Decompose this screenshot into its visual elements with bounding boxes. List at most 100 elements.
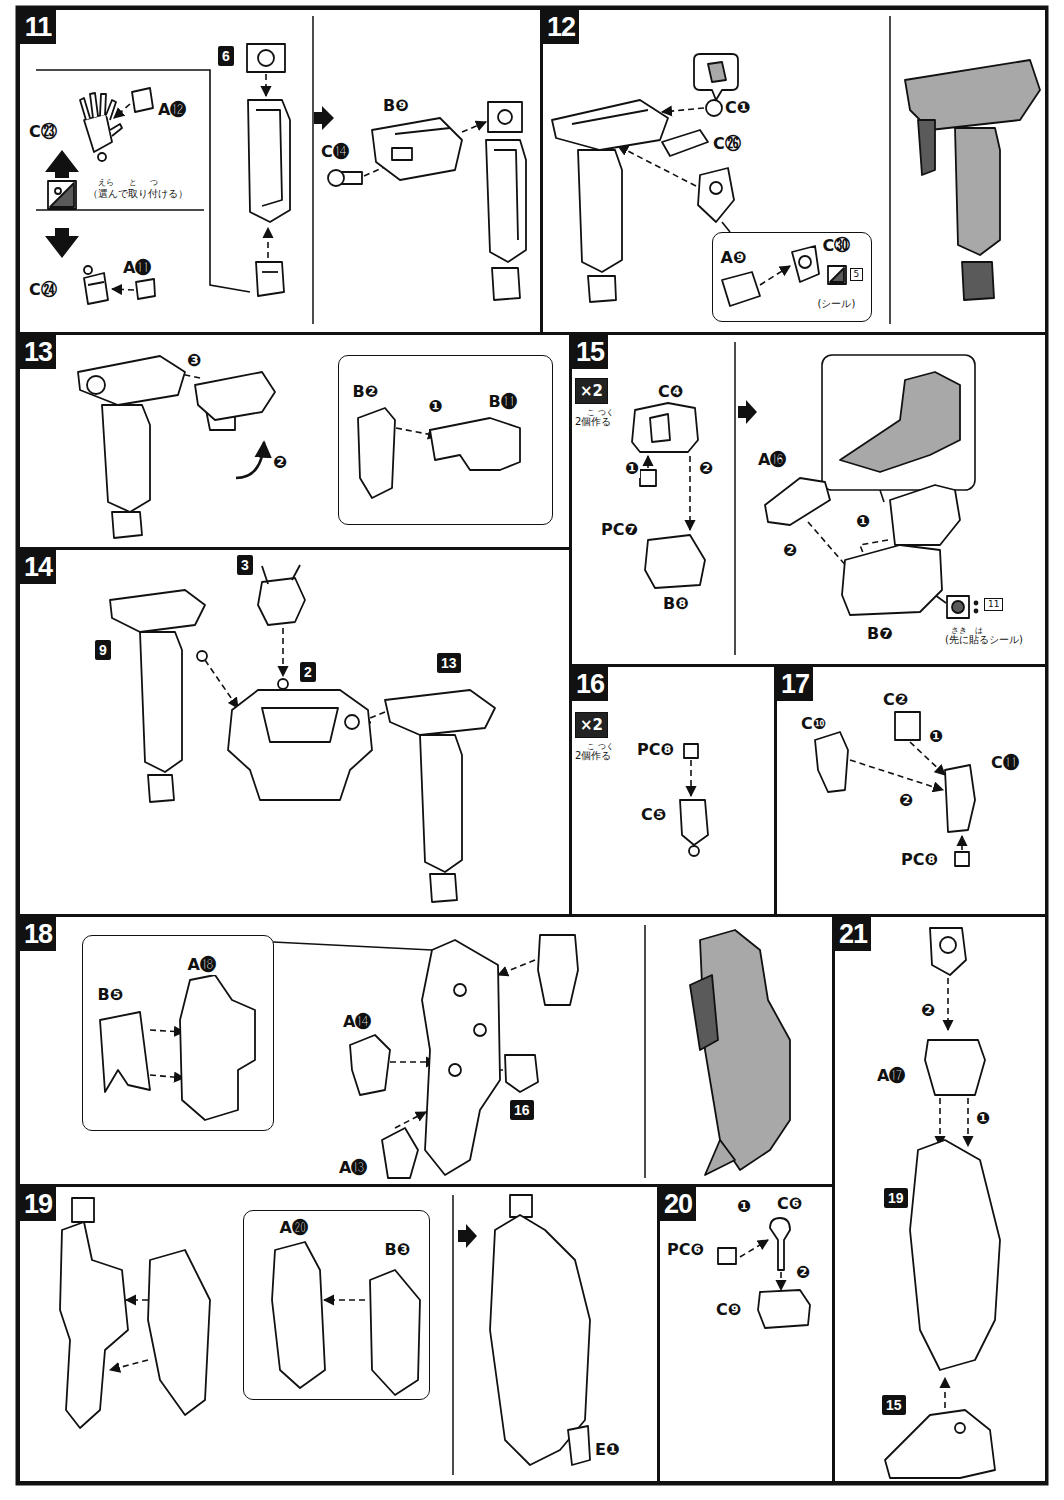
step-panel: 19A⓴B❸ [18, 1185, 659, 1483]
step-panel: 16 [570, 665, 776, 916]
quantity-badge: ×2 [575, 378, 608, 404]
dashed-guide [967, 1098, 969, 1146]
part-drawing [650, 414, 670, 442]
part-drawing [700, 930, 790, 1170]
assembly-ref: 2 [300, 662, 316, 682]
note-text: 2個作る [575, 750, 611, 762]
part-drawing [815, 732, 848, 792]
step-order-number: ❷ [272, 452, 288, 472]
inset-box: B❺A⓲ [82, 935, 274, 1131]
part-drawing [272, 1242, 325, 1388]
step-number: 21 [835, 917, 871, 951]
part-drawing [100, 94, 106, 116]
direction-arrow [314, 106, 334, 130]
part-drawing [72, 1198, 94, 1222]
part-drawing [662, 130, 708, 156]
part-drawing [588, 276, 616, 302]
step-panel: 11 [18, 8, 542, 334]
furigana: つ [150, 178, 158, 187]
part-label: PC❻ [666, 1240, 705, 1260]
part-drawing [890, 485, 960, 545]
direction-arrow [738, 400, 757, 424]
part-drawing [488, 102, 522, 132]
part-drawing [136, 279, 155, 299]
step-panel: 12A❾C㉚5(シール) [541, 8, 1047, 334]
part-drawing [955, 852, 969, 866]
inset-box: A⓴B❸ [243, 1210, 430, 1400]
part-drawing [382, 1128, 418, 1178]
part-drawing [632, 403, 698, 452]
part-drawing [684, 744, 698, 758]
note-text: 2個作る [575, 416, 611, 428]
part-drawing [370, 1270, 420, 1395]
part-drawing [247, 44, 285, 72]
part-drawing [110, 124, 122, 136]
part-label: A⓴ [279, 1218, 309, 1238]
part-drawing [758, 1290, 810, 1328]
inset-box: A❾C㉚5(シール) [712, 232, 872, 322]
part-drawing [350, 1035, 390, 1095]
step-order-number: ❶ [855, 511, 871, 531]
step-number: 13 [20, 335, 56, 369]
part-drawing [328, 170, 344, 186]
leader-line [36, 70, 250, 292]
part-drawing [885, 1410, 995, 1478]
part-label: A⓭ [338, 1158, 368, 1178]
part-drawing [510, 1195, 532, 1217]
dashed-guide [265, 74, 267, 96]
step-order-number: ❸ [186, 350, 202, 370]
assembly-ref: 3 [237, 555, 253, 575]
part-drawing [640, 470, 656, 486]
dashed-guide [150, 1030, 184, 1032]
dashed-guide [689, 456, 691, 530]
part-drawing [710, 182, 722, 194]
part-drawing [180, 975, 255, 1120]
part-drawing [765, 478, 830, 525]
part-drawing [395, 128, 450, 134]
dashed-guide [947, 978, 949, 1030]
step-order-number: ❶ [428, 396, 444, 416]
step-number: 15 [572, 335, 608, 369]
part-drawing [955, 1423, 965, 1433]
part-drawing [88, 282, 104, 285]
part-drawing [392, 148, 412, 160]
part-drawing [828, 266, 846, 284]
step-panel: 20 [658, 1185, 834, 1483]
part-label: C❺ [640, 805, 667, 825]
part-drawing [830, 268, 844, 282]
part-drawing [690, 975, 718, 1050]
part-label: A⓲ [187, 955, 217, 975]
dashed-guide [760, 266, 790, 285]
part-drawing [100, 1012, 150, 1092]
part-drawing [494, 150, 518, 240]
part-label: B⓫ [488, 392, 518, 412]
dashed-guide [110, 74, 968, 1426]
outer-frame [17, 7, 1047, 1484]
part-drawing [792, 246, 819, 282]
part-drawing [498, 110, 512, 124]
step-number: 11 [20, 10, 56, 44]
part-label: E❶ [594, 1440, 620, 1460]
part-drawing [578, 150, 622, 272]
part-drawing [372, 118, 462, 180]
part-drawing [680, 800, 708, 845]
quantity-badge: ×2 [575, 712, 608, 738]
dashed-guide [114, 104, 130, 118]
part-drawing [197, 651, 207, 661]
note-text: (先に貼るシール) [945, 634, 1023, 646]
part-drawing [87, 376, 105, 394]
part-drawing [98, 153, 106, 161]
dashed-guide [395, 1112, 426, 1128]
part-drawing [106, 100, 116, 120]
step-number: 12 [543, 10, 579, 44]
part-drawing [420, 735, 462, 872]
assembly-ref: 13 [437, 653, 461, 673]
step-order-number: ❶ [928, 726, 944, 746]
furigana: と [129, 178, 137, 187]
part-drawing [84, 273, 108, 304]
part-drawing [799, 256, 811, 268]
dashed-guide [462, 122, 486, 132]
part-drawing [689, 846, 699, 856]
